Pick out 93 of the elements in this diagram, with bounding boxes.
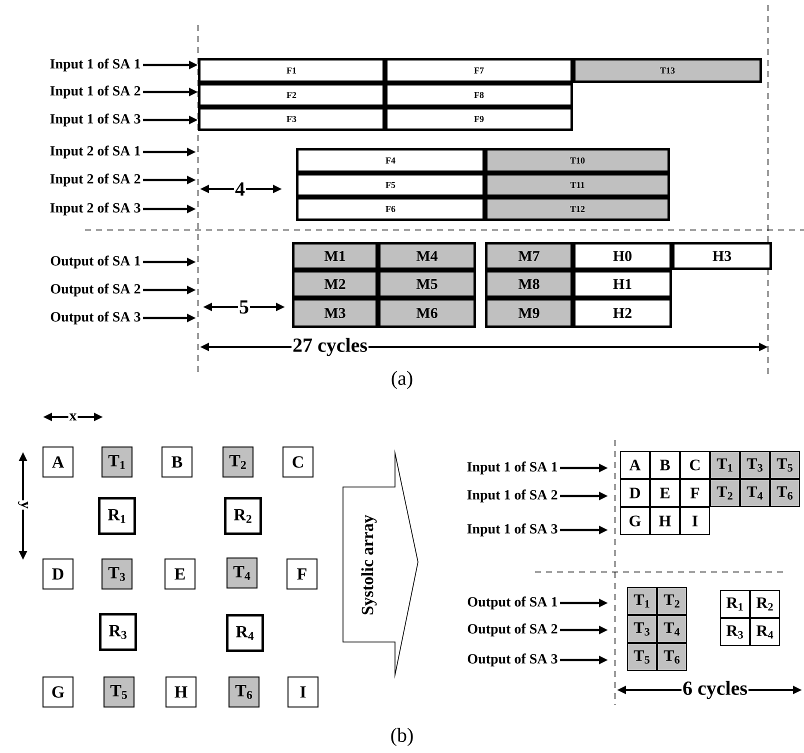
grid-box: T$_{6}$ — [228, 676, 260, 708]
grid-box: T$_{1}$ — [102, 446, 132, 478]
time-slot-box: M3 — [292, 298, 378, 328]
grid-box: E — [164, 558, 196, 590]
time-slot-box: F5 — [296, 173, 485, 197]
grid-box: R$_{4}$ — [226, 614, 264, 652]
dimension-label: 4 — [234, 181, 246, 197]
time-slot-box: T10 — [485, 148, 670, 173]
grid-box: R$_{1}$ — [98, 496, 136, 535]
table-cell: G — [620, 507, 650, 535]
table-cell: R$_{2}$ — [750, 590, 780, 618]
panel-caption: (b) — [391, 728, 413, 746]
grid-box: T$_{3}$ — [102, 558, 132, 590]
grid-box: B — [162, 446, 192, 478]
grid-box: D — [42, 558, 74, 590]
time-slot-box: F2 — [198, 83, 385, 107]
time-slot-box: H0 — [573, 242, 672, 270]
time-slot-box: H2 — [573, 298, 672, 328]
table-cell: T$_{3}$ — [740, 451, 770, 479]
table-cell: T$_{2}$ — [657, 586, 687, 615]
row-label: Output of SA 1 — [468, 596, 558, 610]
row-label: Input 1 of SA 1 — [467, 462, 558, 474]
time-slot-box: M2 — [292, 270, 378, 298]
table-cell: T$_{4}$ — [740, 478, 770, 507]
table-cell: T$_{6}$ — [770, 478, 800, 507]
table-cell: T$_{5}$ — [770, 451, 800, 479]
time-slot-box: M9 — [485, 298, 573, 328]
grid-box: A — [42, 446, 74, 478]
grid-box: G — [42, 676, 74, 708]
table-cell: F — [680, 478, 710, 507]
row-label: Input 1 of SA 3 — [467, 524, 558, 536]
table-cell: R$_{4}$ — [750, 618, 780, 646]
table-cell: R$_{3}$ — [720, 618, 750, 646]
table-cell: T$_{1}$ — [627, 586, 657, 615]
table-cell: R$_{1}$ — [720, 590, 750, 618]
time-slot-box: F8 — [385, 83, 573, 107]
table-cell: D — [620, 478, 650, 507]
time-slot-box: H3 — [672, 242, 772, 270]
grid-box: I — [288, 676, 318, 708]
row-label: Input 2 of SA 1 — [50, 146, 140, 158]
time-slot-box: F9 — [385, 107, 573, 131]
time-slot-box: M1 — [292, 242, 378, 270]
row-label: Input 1 of SA 3 — [50, 114, 140, 126]
row-label: Input 1 of SA 1 — [50, 58, 140, 72]
dimension-label: 27 cycles — [292, 336, 368, 358]
row-label: Input 1 of SA 2 — [50, 86, 140, 98]
table-cell: B — [650, 451, 680, 479]
table-cell: E — [650, 478, 680, 507]
time-slot-box: F1 — [198, 58, 385, 83]
grid-box: R$_{2}$ — [224, 496, 262, 535]
time-slot-box: M4 — [378, 242, 476, 270]
row-label: Output of SA 3 — [50, 312, 140, 324]
row-label: Output of SA 1 — [50, 256, 140, 268]
time-slot-box: T12 — [485, 197, 670, 221]
row-label: Output of SA 3 — [468, 654, 558, 666]
table-cell: C — [680, 451, 710, 479]
time-slot-box: M8 — [485, 270, 573, 298]
table-cell: T$_{3}$ — [627, 614, 657, 643]
dimension-label: 5 — [238, 299, 250, 315]
table-cell: I — [680, 507, 710, 535]
row-label: Output of SA 2 — [468, 624, 558, 636]
grid-box: F — [286, 558, 318, 590]
time-slot-box: H1 — [573, 270, 672, 298]
row-label: Output of SA 2 — [50, 284, 140, 296]
table-cell: T$_{6}$ — [657, 642, 687, 671]
time-slot-box: M6 — [378, 298, 476, 328]
row-label: Input 1 of SA 2 — [467, 490, 558, 502]
panel-caption: (a) — [392, 370, 412, 390]
time-slot-box: T13 — [573, 58, 762, 83]
time-slot-box: M7 — [485, 242, 573, 270]
dimension-label: x — [68, 412, 78, 422]
time-slot-box: F4 — [296, 148, 485, 173]
time-slot-box: F3 — [198, 107, 385, 131]
grid-box: T$_{5}$ — [104, 676, 134, 708]
row-label: Input 2 of SA 2 — [50, 174, 140, 186]
time-slot-box: M5 — [378, 270, 476, 298]
dimension-label: 6 cycles — [682, 680, 748, 700]
grid-box: T$_{4}$ — [226, 558, 258, 588]
time-slot-box: T11 — [485, 173, 670, 197]
grid-box: R$_{3}$ — [99, 612, 137, 651]
table-cell: T$_{4}$ — [657, 614, 687, 643]
grid-box: T$_{2}$ — [222, 446, 254, 478]
time-slot-box: F7 — [385, 58, 573, 83]
grid-box: H — [166, 676, 196, 708]
grid-box: C — [282, 446, 314, 478]
time-slot-box: F6 — [296, 197, 485, 221]
table-cell: T$_{5}$ — [627, 642, 657, 671]
dimension-label: y — [16, 500, 30, 510]
table-cell: H — [650, 507, 680, 535]
row-label: Input 2 of SA 3 — [50, 202, 140, 216]
table-cell: A — [620, 451, 650, 479]
table-cell: T$_{1}$ — [710, 451, 740, 479]
table-cell: T$_{2}$ — [710, 478, 740, 507]
